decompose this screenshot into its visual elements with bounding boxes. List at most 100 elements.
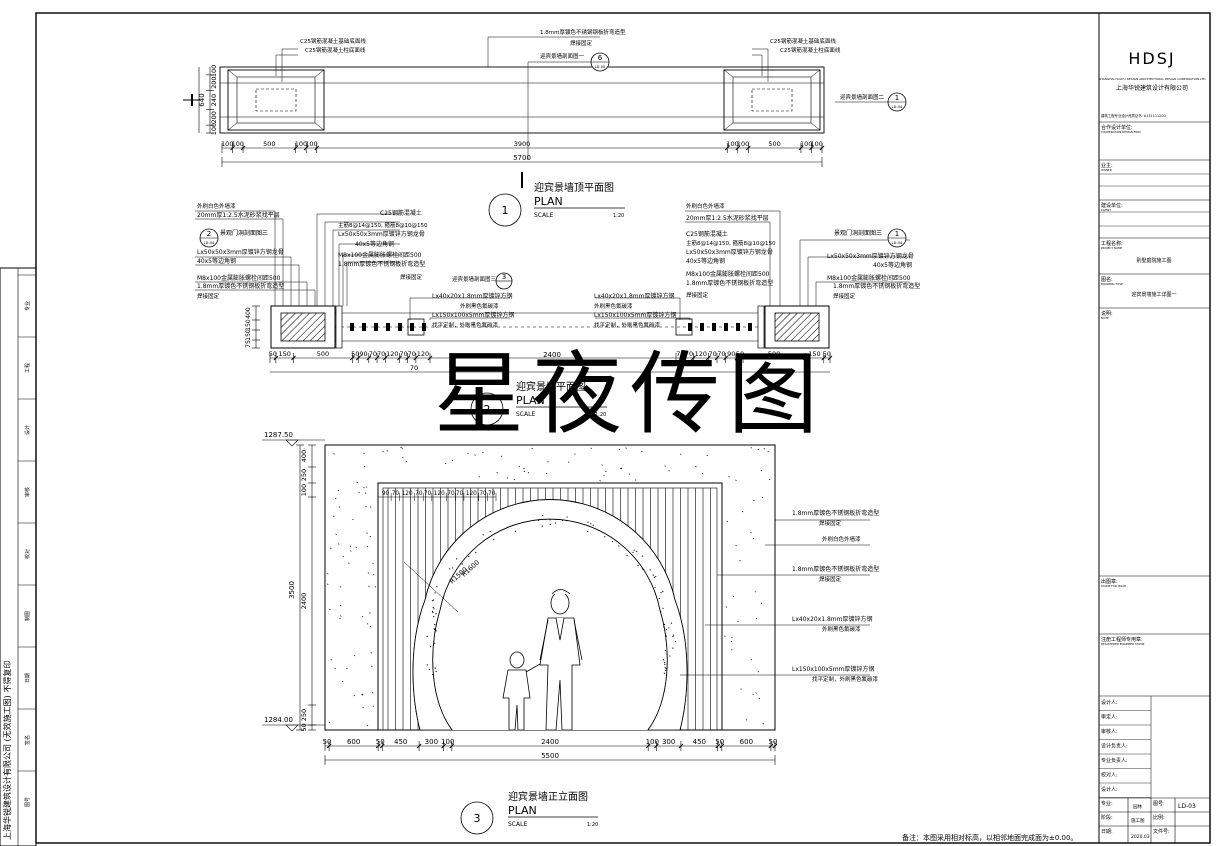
figure-child — [502, 651, 541, 731]
svg-text:SCALE: SCALE — [508, 821, 527, 828]
plan1-label-foundation-l: C25钢筋混凝土基础底面线 — [300, 37, 366, 45]
elev-label-8: 找平定制，外刷黑色氟碳漆 — [812, 675, 879, 683]
plan1-label-column-l: C25钢筋混凝土柱底面线 — [305, 46, 366, 54]
plan1-callout-6[interactable]: 6 LD-05 — [590, 52, 610, 72]
tb-stage-label: 阶段: — [1101, 814, 1113, 821]
p2-right-mid-label-1: 20mm厚1:2.5水泥砂浆找平层 — [686, 214, 769, 222]
company-name-en: SHANGHAI HUAYU DESIGN ARCHITECTURAL DESI… — [1098, 77, 1206, 81]
post-section-left — [407, 318, 425, 336]
tb-field-sub: NOTE — [1101, 316, 1109, 320]
elev-dim-bottom: 50 — [376, 738, 385, 746]
elev-dim-bottom: 50 — [323, 738, 332, 746]
svg-text:迎宾景墙平面图: 迎宾景墙平面图 — [516, 380, 586, 393]
p2-mid-label-0: C25钢筋混凝土 — [380, 209, 422, 217]
pier-right-mid — [732, 76, 812, 124]
left-cell-label: 制图 — [24, 611, 31, 621]
svg-text:2: 2 — [484, 403, 491, 416]
plan1-dim-left: 240 — [210, 94, 218, 106]
elev-dim-left: 250 — [300, 709, 308, 721]
tb-field-label: 合作设计单位: — [1101, 124, 1133, 131]
plan-2-plan-view: 外刷白色外墙漆 20mm厚1:2.5水泥砂浆找平层 景观门洞剖面图三 Lx50x… — [195, 202, 920, 426]
pier-right-outer — [723, 69, 821, 131]
p2-pipe-label-1: 外刷黑色氟碳漆 — [460, 302, 499, 310]
elev-dim-bottom: 100 — [441, 738, 454, 746]
p2-right-mid-label-7: 1.8mm厚镀色不锈钢板折弯造型 — [686, 279, 773, 287]
title-block-bottom: 专业: 园林 图号: LD-03 阶段: 施工图 比例: 日期: 2020.03… — [1099, 797, 1210, 843]
svg-text:3: 3 — [502, 273, 506, 281]
p2-pipe-label-r3: 找平定制，外刷黑色氟碳漆 — [594, 321, 661, 329]
p2-left-label-1: 20mm厚1:2.5水泥砂浆找平层 — [197, 211, 280, 219]
p2-right-mid-label-8: 焊接固定 — [686, 291, 709, 299]
title-block-fields: 合作设计单位:COOPERATION DESIGN FIRM业主:OWNER建设… — [1099, 121, 1210, 646]
tb-file-label: 文件号: — [1153, 828, 1170, 835]
left-cell-label: 设计 — [24, 425, 31, 435]
left-cell-label: 审核 — [24, 487, 31, 497]
plan2-dim-label: 70 — [369, 350, 377, 358]
p2-pipe-label-r2: Lx150x100x5mm厚镀锌方钢 — [594, 311, 676, 319]
plan2-dim-label: 120 — [695, 350, 707, 358]
plan1-dim-label: 3900 — [514, 140, 531, 148]
pier-left-inner — [255, 88, 297, 112]
plan1-label-section2: 迎宾景墙剖面图二 — [840, 93, 885, 101]
p2-left-label-6: 1.8mm厚镀色不锈钢板折弯造型 — [197, 282, 284, 290]
plan2-dim-label: 70 — [408, 350, 416, 358]
elev-dim-bottom: 2400 — [541, 738, 559, 746]
plan1-label-section1: 迎宾景墙剖面图一 — [540, 52, 585, 60]
elev-label-4: 焊接固定 — [819, 575, 842, 583]
p2-right-mid-label-0: 外刷白色外墙漆 — [686, 202, 725, 210]
tb-sign-label: 审定人: — [1101, 714, 1118, 721]
svg-text:6: 6 — [598, 54, 603, 62]
left-cell-label: 工程 — [24, 363, 31, 373]
elev-dim-bottom: 300 — [662, 738, 675, 746]
tb-field-sub: PROJECT NAME — [1101, 246, 1122, 250]
tb-field-label: 图名: — [1101, 276, 1113, 283]
p2-callout-left[interactable]: 2 LD-04 — [199, 228, 219, 248]
p2-dim-mid: 2400 — [543, 351, 561, 359]
p2-right-label-5: 焊接固定 — [833, 292, 856, 300]
elev-dim-top: 120 — [402, 491, 413, 497]
svg-text:SCALE: SCALE — [534, 212, 553, 219]
elev-total-height: 3500 — [288, 581, 296, 599]
p2-callout-right[interactable]: 1 LD-04 — [887, 228, 907, 248]
left-strip-text: 上海华锐建筑设计有限公司 (无效施工图) 不得复印 — [2, 661, 12, 840]
plan1-callout-1[interactable]: 1 LD-04 — [887, 92, 907, 112]
plan1-title-block: 1 迎宾景墙顶平面图 PLAN SCALE 1:20 — [488, 181, 625, 227]
company-logo: HDSJ — [1128, 49, 1175, 68]
elev-dim-bottom: 450 — [693, 738, 706, 746]
tb-field-label: 建设单位: — [1101, 202, 1123, 209]
p2-callout-mid[interactable]: 3 — [495, 272, 513, 290]
p2-right-label-1: Lx50x50x3mm厚镀锌方钢龙骨 — [827, 252, 914, 260]
elev-label-3: 1.8mm厚镀色不锈钢板折弯造型 — [792, 565, 879, 573]
grille-bar-section — [398, 323, 402, 331]
p2-pipe-label-r1: 外刷黑色氟碳漆 — [594, 302, 633, 310]
svg-text:LD-05: LD-05 — [595, 65, 606, 69]
tb-sign-label: 设计负责人: — [1101, 743, 1128, 750]
plan2-dim-label: 50 — [351, 350, 359, 358]
left-cell-label: 专业 — [24, 301, 31, 311]
plan1-dim-left: 100 — [210, 123, 218, 135]
p2-mid-label-4: M8x100金属膨胀螺栓间距500 — [338, 251, 422, 259]
pier-left-outer — [227, 69, 325, 131]
p2-mid-label-1: 主筋8@14@150, 箍筋8@10@150 — [338, 221, 428, 229]
plan2-dim-label: 90 — [727, 350, 735, 358]
left-cell-label: 校对 — [24, 549, 31, 559]
left-cell-label: 签名 — [24, 735, 31, 745]
svg-text:2: 2 — [207, 230, 211, 238]
elev-dim-left: 50 — [300, 723, 308, 731]
plan1-dim-label: 500 — [768, 140, 780, 148]
plan2-dim-left: 75 — [245, 340, 252, 348]
elev-dim-left: 400 — [300, 450, 308, 462]
plan2-dim-label: 70 — [717, 350, 725, 358]
p2-mid-label-5: 1.8mm厚镀色不锈钢板折弯造型 — [338, 260, 425, 268]
elev3-title-block: 3 迎宾景墙正立面图 PLAN SCALE 1:20 — [460, 790, 598, 835]
elev-dim-top: 70 — [392, 491, 400, 497]
tb-field-label: 说明: — [1101, 310, 1113, 317]
watermark: 星夜传图 — [434, 342, 826, 447]
plan1-label-weld: 焊接固定 — [570, 39, 593, 47]
p2-mid-label-6: 焊接固定 — [400, 273, 423, 281]
plan1-dim-label: 100 — [232, 140, 244, 148]
plan2-title-block: 2 迎宾景墙平面图 PLAN SCALE 1:20 — [470, 380, 607, 426]
svg-text:1:20: 1:20 — [613, 213, 624, 219]
